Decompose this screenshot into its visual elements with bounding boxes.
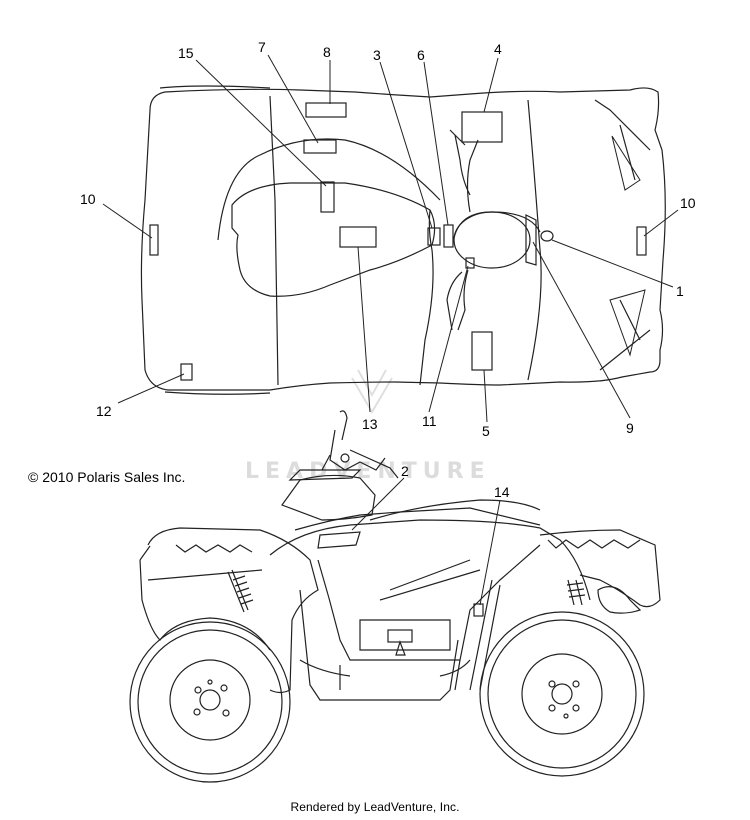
decal-7 (303, 139, 337, 154)
callout-1: 1 (676, 283, 684, 299)
atv-top-view (140, 85, 666, 395)
copyright-notice: © 2010 Polaris Sales Inc. (28, 469, 186, 485)
decal-15 (320, 181, 335, 213)
callout-11: 11 (422, 413, 437, 429)
decal-4 (461, 111, 503, 143)
decal-14 (473, 603, 484, 617)
leader-lines (102, 54, 679, 606)
callout-8: 8 (323, 44, 331, 60)
callout-9: 9 (626, 420, 634, 436)
callout-4: 4 (494, 41, 502, 57)
callout-13: 13 (362, 416, 378, 432)
watermark-text: LEADVENTURE (245, 459, 491, 484)
decal-11 (465, 257, 475, 269)
callout-5: 5 (482, 423, 490, 439)
atv-side-view (129, 410, 661, 783)
callout-2: 2 (401, 463, 409, 479)
decal-1 (540, 230, 554, 242)
callout-7: 7 (258, 39, 266, 55)
decal-3 (427, 227, 441, 246)
callout-14: 14 (494, 484, 510, 500)
callout-10-right: 10 (680, 195, 696, 211)
callout-12: 12 (96, 403, 112, 419)
decal-12 (180, 363, 193, 381)
decal-10-right (636, 226, 647, 256)
callout-15: 15 (178, 45, 194, 61)
decal-10-left (149, 224, 159, 256)
callout-labels: 15 7 8 3 6 4 10 10 1 12 13 11 5 9 2 14 (80, 39, 696, 500)
rendered-by-footer: Rendered by LeadVenture, Inc. (290, 800, 460, 814)
decal-13 (339, 226, 377, 248)
decal-5 (471, 331, 493, 371)
decal-6 (443, 224, 454, 248)
callout-6: 6 (417, 47, 425, 63)
decal-9 (525, 214, 537, 266)
leadventure-watermark: LEADVENTURE (245, 369, 491, 484)
callout-10-left: 10 (80, 191, 96, 207)
decal-8 (305, 102, 347, 118)
callout-3: 3 (373, 47, 381, 63)
